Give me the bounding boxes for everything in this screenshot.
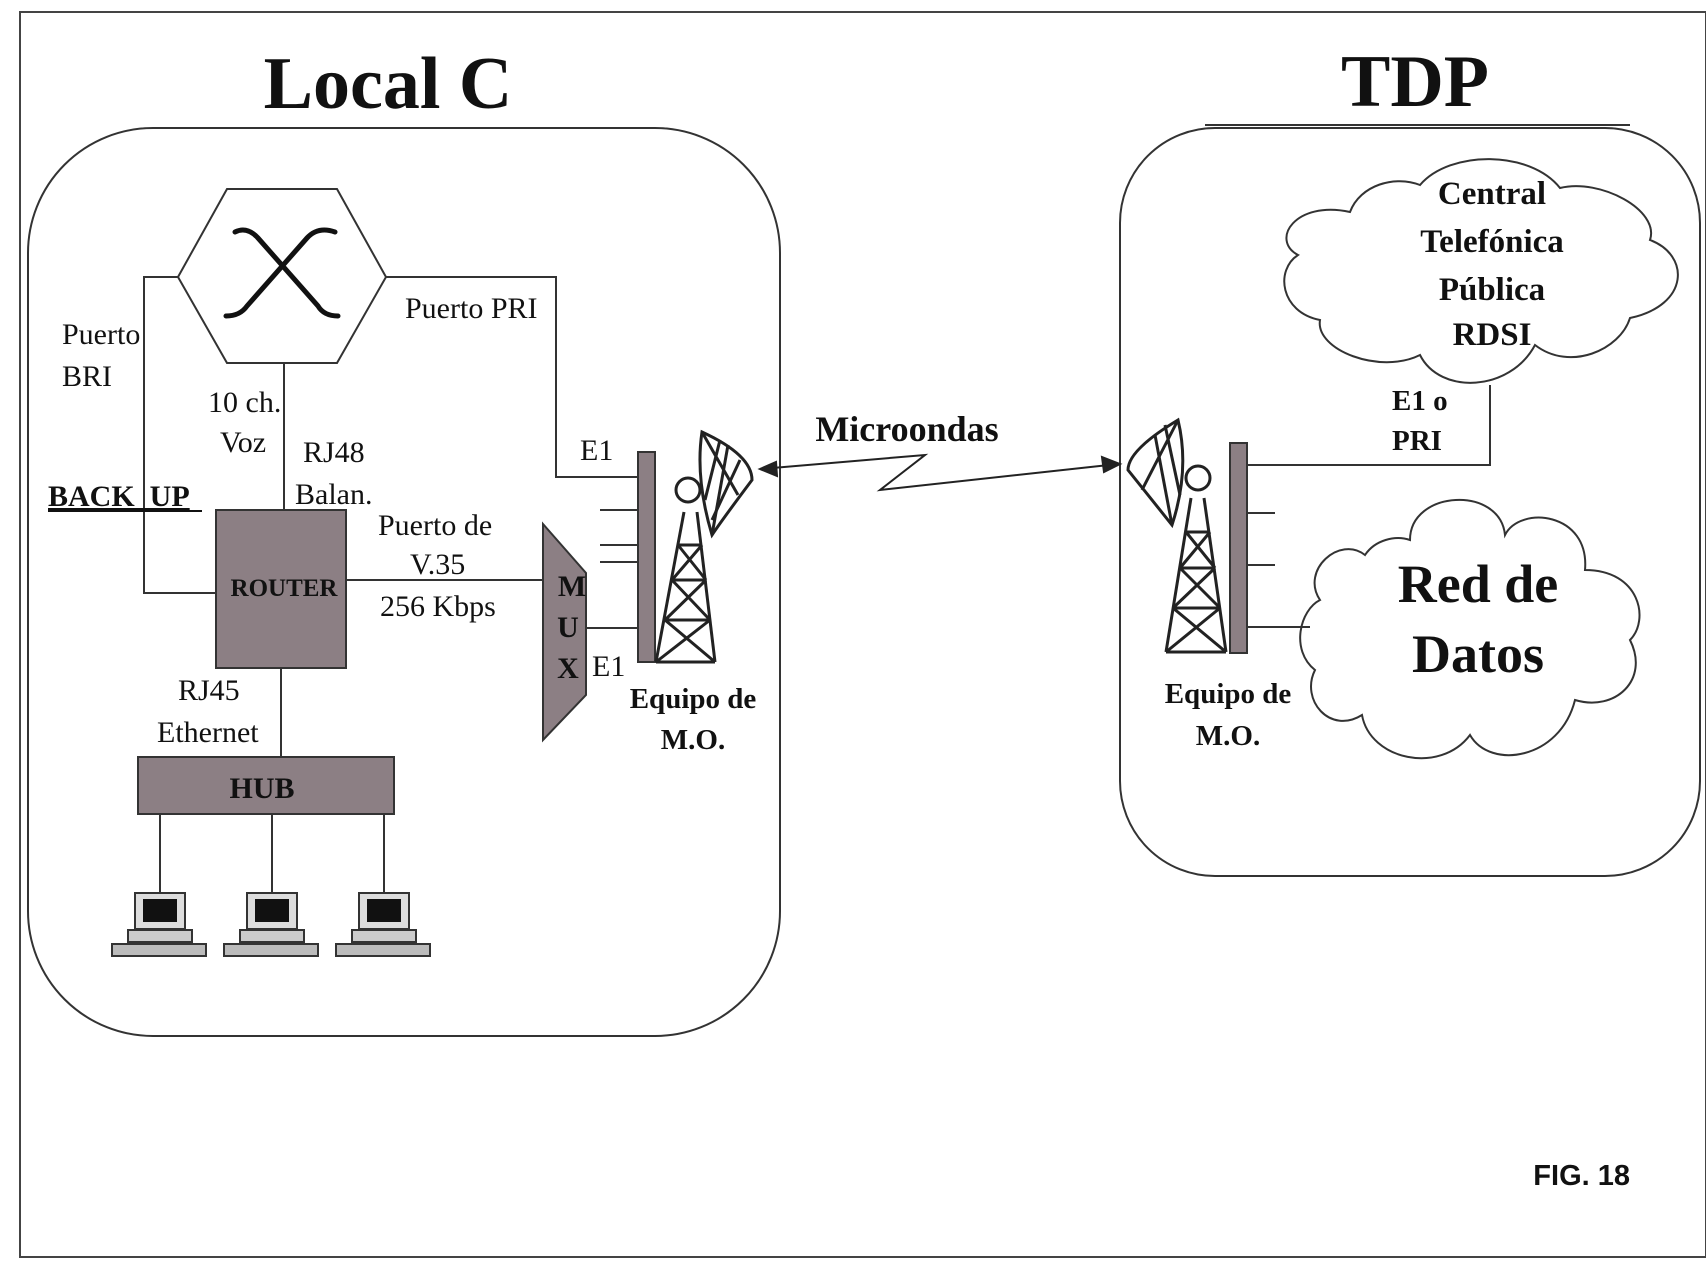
rj48-label-2: Balan. [295, 478, 372, 511]
data-network-cloud [1299, 499, 1641, 760]
pc-3-icon [335, 892, 431, 957]
router-speed-label: 256 Kbps [380, 590, 496, 623]
voice-channels-label-2: Voz [220, 426, 266, 459]
mux-letter-u: U [557, 611, 579, 644]
e1-bottom-label: E1 [592, 650, 625, 683]
central-label-1: Central [1438, 176, 1546, 212]
rj45-label-2: Ethernet [157, 716, 259, 749]
figure-frame [19, 11, 1706, 1258]
local-c-boundary [27, 127, 781, 1037]
pri-line [386, 276, 640, 478]
router-port-label-1: Puerto de [378, 509, 492, 542]
central-cloud [1283, 158, 1679, 384]
rj48-label-1: RJ48 [303, 436, 365, 469]
mux-letter-x: X [557, 652, 579, 685]
e1-pri-label-1: E1 o [1392, 385, 1448, 417]
bri-port-label-2: BRI [62, 360, 112, 393]
voice-channels-label-1: 10 ch. [208, 386, 281, 419]
mux-box [542, 521, 587, 743]
connection-lines [143, 276, 1491, 895]
left-mo-label-2: M.O. [661, 724, 725, 756]
left-mo-ports [600, 509, 640, 563]
right-antenna-tower-icon [1126, 417, 1228, 654]
right-mo-ports [1248, 512, 1275, 566]
right-mo-label-2: M.O. [1196, 720, 1260, 752]
mux-letter-m: M [558, 570, 586, 603]
central-label-3: Pública [1439, 272, 1545, 308]
switch-exchange [176, 188, 388, 364]
left-mo-label-1: Equipo de [630, 683, 757, 715]
router-box [215, 509, 347, 669]
left-antenna-tower-icon [654, 429, 754, 664]
figure-label: FIG. 18 [1533, 1160, 1630, 1192]
backup-label: BACK UP [48, 480, 190, 513]
right-mo-panel [1229, 442, 1248, 654]
right-mo-label-1: Equipo de [1165, 678, 1292, 710]
rj45-label-1: RJ45 [178, 674, 240, 707]
router-label: ROUTER [231, 575, 339, 602]
title-tdp: TDP [1341, 41, 1489, 123]
e1-pri-line [1248, 385, 1491, 466]
switch-hexagon [176, 188, 388, 364]
left-mo-panel [637, 451, 656, 663]
e1-top-label: E1 [580, 434, 613, 467]
pc-2-icon [223, 892, 319, 957]
central-label-4: RDSI [1453, 317, 1532, 353]
hub-box [137, 756, 395, 815]
microwave-label: Microondas [815, 409, 998, 449]
microwave-link [757, 453, 1123, 492]
switch-cross-icon [223, 227, 341, 319]
central-label-2: Telefónica [1420, 224, 1564, 260]
data-net-label-2: Datos [1412, 624, 1544, 684]
router-port-label-2: V.35 [410, 548, 465, 581]
pri-port-label: Puerto PRI [405, 292, 538, 325]
bri-port-label-1: Puerto [62, 318, 140, 351]
pc-1-icon [111, 892, 207, 957]
e1-pri-label-2: PRI [1392, 425, 1442, 457]
tdp-boundary [1119, 127, 1701, 877]
title-local-c: Local C [264, 43, 513, 125]
bri-backup-line [143, 276, 216, 594]
data-net-label-1: Red de [1398, 554, 1559, 614]
hub-label: HUB [229, 772, 294, 805]
